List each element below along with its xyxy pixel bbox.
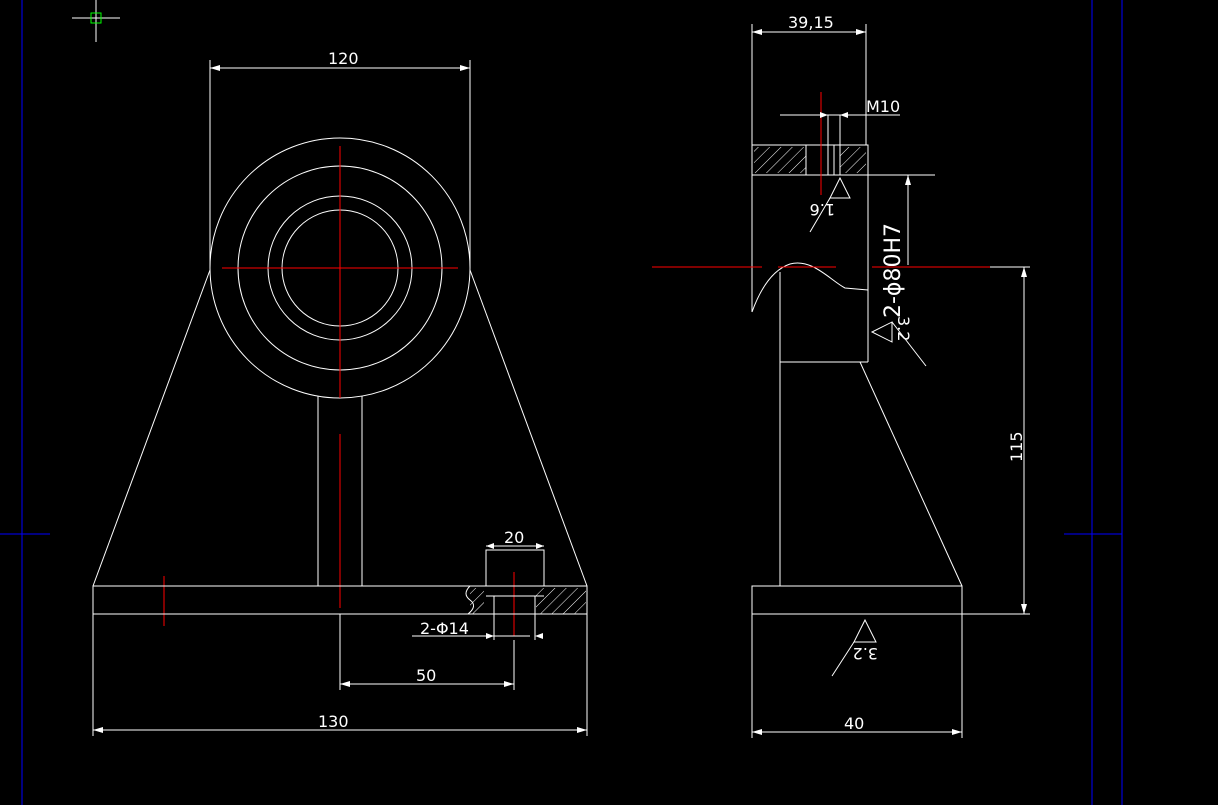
crosshair-cursor-icon — [72, 0, 120, 42]
side-view — [652, 92, 990, 615]
roughness-top: 1.6 — [810, 176, 851, 233]
drawing-frame — [0, 0, 1123, 805]
front-dimensions: 120 20 2-Φ14 50 130 — [92, 49, 588, 736]
roughness-top-label: 1.6 — [810, 200, 835, 219]
dim-120-label: 120 — [328, 49, 359, 68]
dim-20-label: 20 — [504, 528, 524, 547]
roughness-base-label: 3.2 — [853, 644, 878, 663]
side-dimensions: 39,15 M10 2-ϕ80H7 115 40 — [751, 13, 1030, 738]
front-view — [92, 137, 588, 640]
roughness-base: 3.2 — [831, 618, 878, 677]
dim-50-label: 50 — [416, 666, 436, 685]
roughness-bore: 3.2 — [870, 316, 927, 367]
dim-m10-label: M10 — [866, 97, 900, 116]
dim-40-label: 40 — [844, 714, 864, 733]
dim-holes-label: 2-Φ14 — [420, 619, 469, 638]
roughness-bore-label: 3.2 — [894, 316, 913, 341]
dim-bore-label: 2-ϕ80H7 — [881, 223, 906, 318]
dim-39-15-label: 39,15 — [788, 13, 834, 32]
dim-130-label: 130 — [318, 712, 349, 731]
dim-115-label: 115 — [1007, 431, 1026, 462]
